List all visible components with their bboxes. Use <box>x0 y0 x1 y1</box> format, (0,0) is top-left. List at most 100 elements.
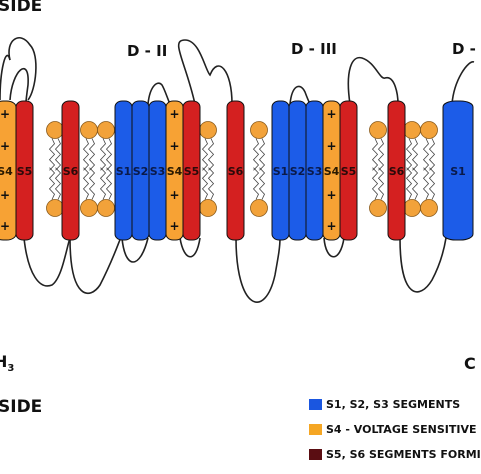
helix-d2-s3: S3 <box>148 100 167 241</box>
charge-plus: + <box>326 219 336 233</box>
helix-label: S1 <box>450 165 466 178</box>
legend-text: S1, S2, S3 SEGMENTS <box>326 398 461 411</box>
helix-d3-s5: S5 <box>339 100 358 241</box>
lipid-tail <box>411 167 419 200</box>
helix-label: S6 <box>389 165 405 178</box>
lipid-tail <box>105 167 113 200</box>
legend-swatch-orange <box>309 424 322 435</box>
extracellular-side-label: SIDE <box>0 0 43 16</box>
lipid-tail <box>207 167 215 200</box>
n-terminus-subscript: 3 <box>7 363 15 375</box>
lipid-tail <box>99 167 107 200</box>
lipid-tail <box>405 167 413 200</box>
lipid-head <box>403 199 421 217</box>
helix-d3-s1: S1 <box>271 100 290 241</box>
legend-swatch-darkred <box>309 449 322 460</box>
lipid-head <box>97 199 115 217</box>
loop-d1-s6-to-d2 <box>69 235 123 294</box>
legend-item-s1-s3: S1, S2, S3 SEGMENTS <box>309 396 479 413</box>
loop-d3-s5s6-top <box>347 56 399 105</box>
loop-d2-s2s3-top <box>147 82 171 105</box>
helix-label: S3 <box>150 165 166 178</box>
lipid-tail <box>405 138 413 171</box>
lipid-tail <box>371 167 379 200</box>
loop-d2-s5s6-top <box>177 39 233 105</box>
lipid-tail <box>258 138 266 171</box>
helix-body <box>387 100 406 241</box>
n-terminus-label: H3 <box>0 352 14 374</box>
loop-d1-s4s5-top-left <box>0 54 11 101</box>
charge-plus: + <box>326 107 336 121</box>
domain-2-label: D - II <box>127 42 168 60</box>
charge-plus: + <box>0 219 10 233</box>
helix-label: S4 <box>0 165 13 178</box>
helix-d1-s6: S6 <box>61 100 80 241</box>
charge-plus: + <box>0 107 10 121</box>
lipid-head <box>420 199 438 217</box>
lipid-head <box>46 199 64 217</box>
helix-d2-s1: S1 <box>114 100 133 241</box>
helix-body <box>15 100 34 241</box>
helix-d2-s5: S5 <box>182 100 201 241</box>
charge-plus: + <box>169 107 179 121</box>
helix-body <box>182 100 201 241</box>
lipid-tail <box>82 138 90 171</box>
lipid-tail <box>252 138 260 171</box>
lipid-head <box>250 121 268 139</box>
lipid-head <box>369 121 387 139</box>
c-terminus-label: C <box>464 354 476 373</box>
lipid-tail <box>428 167 436 200</box>
helix-d3-s4: S4++++ <box>322 100 341 241</box>
lipid-tail <box>422 138 430 171</box>
legend-text: S4 - VOLTAGE SENSITIVE <box>326 423 477 436</box>
lipid-head <box>199 121 217 139</box>
lipid-tail <box>252 167 260 200</box>
helix-label: S4 <box>324 165 340 178</box>
n-terminus-text: H <box>0 352 8 371</box>
helix-body <box>226 100 245 241</box>
legend-item-s5-s6: S5, S6 SEGMENTS FORMI <box>309 446 481 463</box>
charge-plus: + <box>169 139 179 153</box>
helix-d3-s3: S3 <box>305 100 324 241</box>
loop-d2-s6-to-d3 <box>235 237 281 303</box>
lipid-tail <box>258 167 266 200</box>
helix-d1-s5: S5 <box>15 100 34 241</box>
charge-plus: + <box>169 219 179 233</box>
loop-d1-bottom <box>23 237 71 287</box>
domain-4-label: D - <box>452 40 476 58</box>
lipid-tail <box>207 138 215 171</box>
lipid-tail <box>411 138 419 171</box>
lipid-tail <box>428 138 436 171</box>
lipid-tail <box>88 138 96 171</box>
helix-d2-s2: S2 <box>131 100 150 241</box>
charge-plus: + <box>326 139 336 153</box>
lipid-head <box>46 121 64 139</box>
helix-d2-s6: S6 <box>226 100 245 241</box>
legend-text: S5, S6 SEGMENTS FORMI <box>326 448 481 461</box>
helix-label: S1 <box>116 165 132 178</box>
lipid-tail <box>371 138 379 171</box>
charge-plus: + <box>169 188 179 202</box>
lipid-tail <box>377 138 385 171</box>
loop-d3-s6-to-d4 <box>399 237 447 293</box>
lipid-tails <box>48 138 436 200</box>
lipid-head <box>420 121 438 139</box>
lipid-tail <box>82 167 90 200</box>
helix-label: S2 <box>290 165 306 178</box>
lipid-head <box>80 121 98 139</box>
lipid-tail <box>99 138 107 171</box>
lipid-head <box>250 199 268 217</box>
helix-d4-s1: S1 <box>442 100 474 241</box>
loop-d2-s4s5-bottom <box>179 237 201 258</box>
lipid-head <box>97 121 115 139</box>
lipid-tail <box>54 167 62 200</box>
charge-plus: + <box>0 188 10 202</box>
helix-label: S5 <box>341 165 357 178</box>
helix-body <box>339 100 358 241</box>
lipid-tail <box>105 138 113 171</box>
domain-3-label: D - III <box>291 40 337 58</box>
lipid-tail <box>54 138 62 171</box>
legend-swatch-blue <box>309 399 322 410</box>
loop-d2-bottom <box>121 237 149 263</box>
